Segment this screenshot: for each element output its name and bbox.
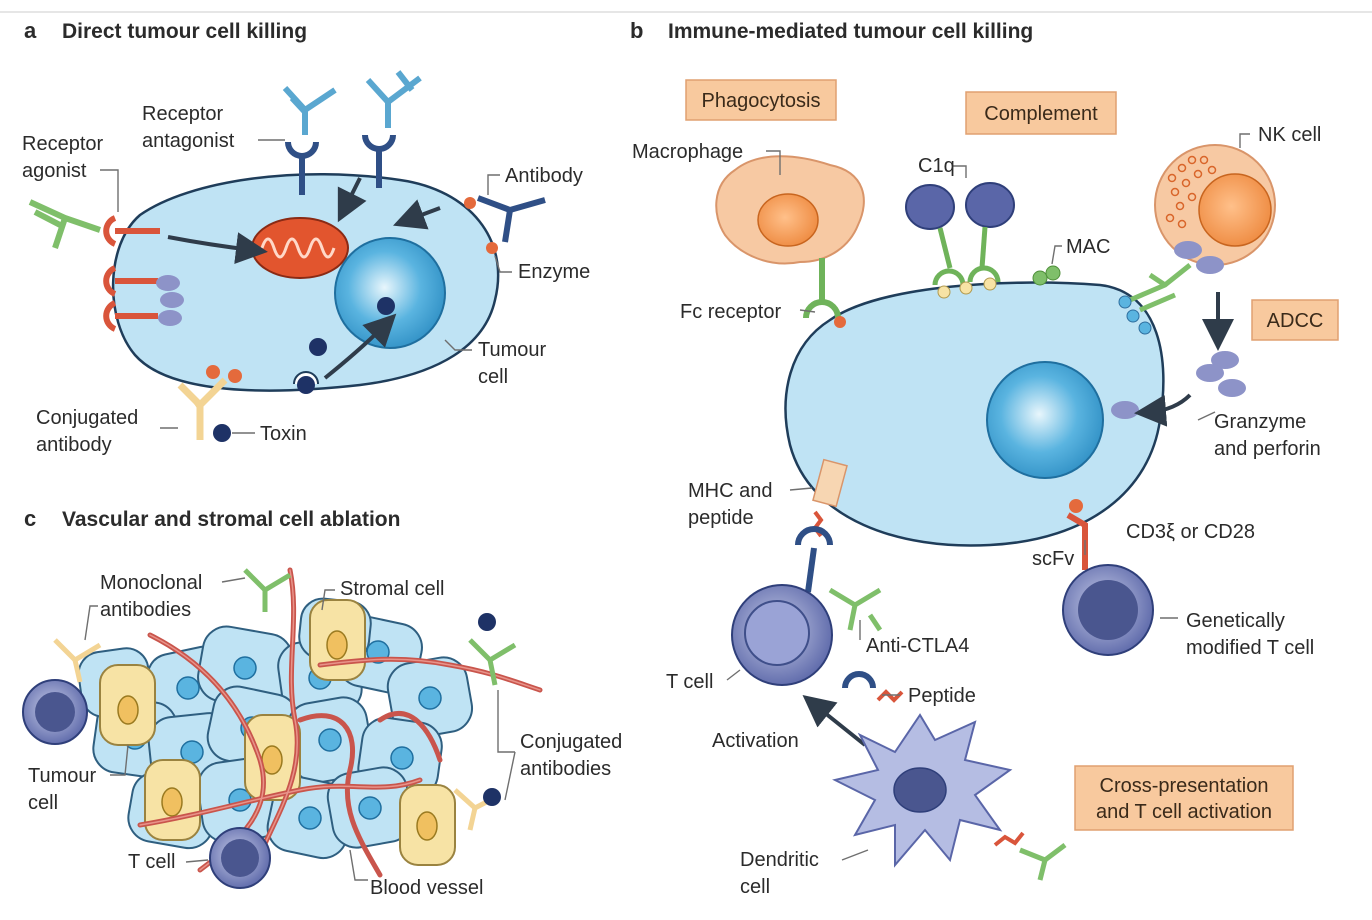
label-fc-receptor: Fc receptor: [680, 301, 781, 323]
panel-c-title: Vascular and stromal cell ablation: [62, 508, 400, 531]
box-adcc: [1251, 299, 1339, 341]
label-tumour-cell-a-1: Tumour: [478, 339, 547, 361]
label-toxin: Toxin: [260, 423, 307, 445]
label-nk-cell: NK cell: [1258, 124, 1321, 146]
label-tumour-cell-c-2: cell: [28, 792, 58, 814]
stromal-nuclei: [117, 630, 438, 841]
label-dendritic-2: cell: [740, 876, 770, 898]
label-receptor-antagonist-2: antagonist: [142, 130, 235, 152]
label-blood-vessel: Blood vessel: [370, 877, 483, 899]
anti-ctla4-antibody: [828, 587, 883, 632]
antagonist-antibody-1: [282, 85, 337, 135]
monoclonal-antibody-green: [243, 568, 292, 612]
label-adcc: ADCC: [1267, 310, 1324, 332]
nucleus-a: [334, 237, 446, 349]
box-complement: [965, 91, 1117, 135]
c1q: [905, 182, 1015, 299]
label-receptor-agonist-2: agonist: [22, 160, 87, 182]
label-peptide: Peptide: [908, 685, 976, 707]
label-conjugated-c-1: Conjugated: [520, 731, 622, 753]
label-scfv: scFv: [1032, 548, 1074, 570]
label-t-cell-b: T cell: [666, 671, 713, 693]
mhc: [812, 458, 848, 508]
label-gm-tcell-2: modified T cell: [1186, 637, 1314, 659]
granzyme-perforin: [1196, 351, 1246, 397]
panel-b: b Immune-mediated tumour cell killing Ph…: [630, 18, 1339, 898]
label-enzyme: Enzyme: [518, 261, 590, 283]
label-mac: MAC: [1066, 236, 1110, 258]
tcr-2: [842, 671, 876, 689]
agonist-receptor-mid: [103, 265, 180, 297]
label-granzyme-2: and perforin: [1214, 438, 1321, 460]
label-complement: Complement: [984, 103, 1098, 125]
label-phagocytosis: Phagocytosis: [702, 90, 821, 112]
agonist-receptor-low: [103, 292, 184, 332]
agonist-receptor-top: [103, 215, 160, 247]
peptide: [876, 689, 904, 703]
label-macrophage: Macrophage: [632, 141, 743, 163]
mitochondrion: [251, 217, 349, 279]
label-granzyme-1: Granzyme: [1214, 411, 1306, 433]
adcc-receptors: [1118, 295, 1152, 335]
monoclonal-antibody-yellow: [53, 638, 102, 683]
label-monoclonal-1: Monoclonal: [100, 572, 202, 594]
agonist-antibody: [28, 199, 101, 249]
label-tumour-cell-c-1: Tumour: [28, 765, 97, 787]
toxin-in-nucleus: [377, 297, 395, 315]
macrophage-nucleus: [757, 193, 819, 247]
label-conjugated-antibody-1: Conjugated: [36, 407, 138, 429]
label-receptor-antagonist-1: Receptor: [142, 103, 223, 125]
panel-c: c Vascular and stromal cell ablation: [22, 506, 622, 899]
label-antibody: Antibody: [505, 165, 583, 187]
fc-receptor: [803, 258, 846, 328]
nucleus-b: [986, 361, 1104, 479]
label-monoclonal-2: antibodies: [100, 599, 191, 621]
antagonist-receptor-2: [362, 134, 396, 188]
label-cross-presentation-2: and T cell activation: [1096, 801, 1272, 823]
label-anti-ctla4: Anti-CTLA4: [866, 635, 969, 657]
dc-antibody: [993, 831, 1067, 881]
label-gm-tcell-1: Genetically: [1186, 610, 1285, 632]
label-cross-presentation-1: Cross-presentation: [1100, 775, 1269, 797]
panel-a-title: Direct tumour cell killing: [62, 20, 307, 43]
label-conjugated-antibody-2: antibody: [36, 434, 112, 456]
panel-a: a Direct tumour cell killing: [22, 18, 590, 456]
toxin-entering: [297, 376, 315, 394]
label-receptor-agonist-1: Receptor: [22, 133, 103, 155]
panel-b-letter: b: [630, 18, 643, 43]
label-mhc-1: MHC and: [688, 480, 772, 502]
label-activation: Activation: [712, 730, 799, 752]
label-cd3: CD3ξ or CD28: [1126, 521, 1255, 543]
label-t-cell-c: T cell: [128, 851, 175, 873]
panel-c-letter: c: [24, 506, 36, 531]
conjugated-antibody: [177, 365, 242, 442]
label-conjugated-c-2: antibodies: [520, 758, 611, 780]
granzyme-in-cell: [1111, 401, 1139, 419]
antagonist-receptor-1: [285, 141, 319, 195]
mac: [1032, 265, 1061, 286]
nk-nucleus: [1198, 173, 1272, 247]
box-cross-presentation: [1074, 765, 1294, 831]
nk-granules: [1165, 155, 1217, 229]
antibody-enzyme: [464, 195, 546, 254]
label-stromal-cell: Stromal cell: [340, 578, 444, 600]
label-dendritic-1: Dendritic: [740, 849, 819, 871]
conjugated-antibody-top: [468, 613, 517, 686]
panel-b-title: Immune-mediated tumour cell killing: [668, 20, 1033, 43]
label-tumour-cell-a-2: cell: [478, 366, 508, 388]
toxin-in-cytoplasm: [309, 338, 327, 356]
adcc-antibody: [1129, 263, 1192, 313]
label-mhc-2: peptide: [688, 507, 754, 529]
antagonist-antibody-2: [365, 70, 422, 128]
dendritic-nucleus: [893, 767, 947, 813]
box-phagocytosis: [685, 79, 837, 121]
panel-a-letter: a: [24, 18, 37, 43]
conjugated-antibody-bottom: [453, 788, 502, 831]
tcr: [795, 526, 833, 546]
label-c1q: C1q: [918, 155, 955, 177]
